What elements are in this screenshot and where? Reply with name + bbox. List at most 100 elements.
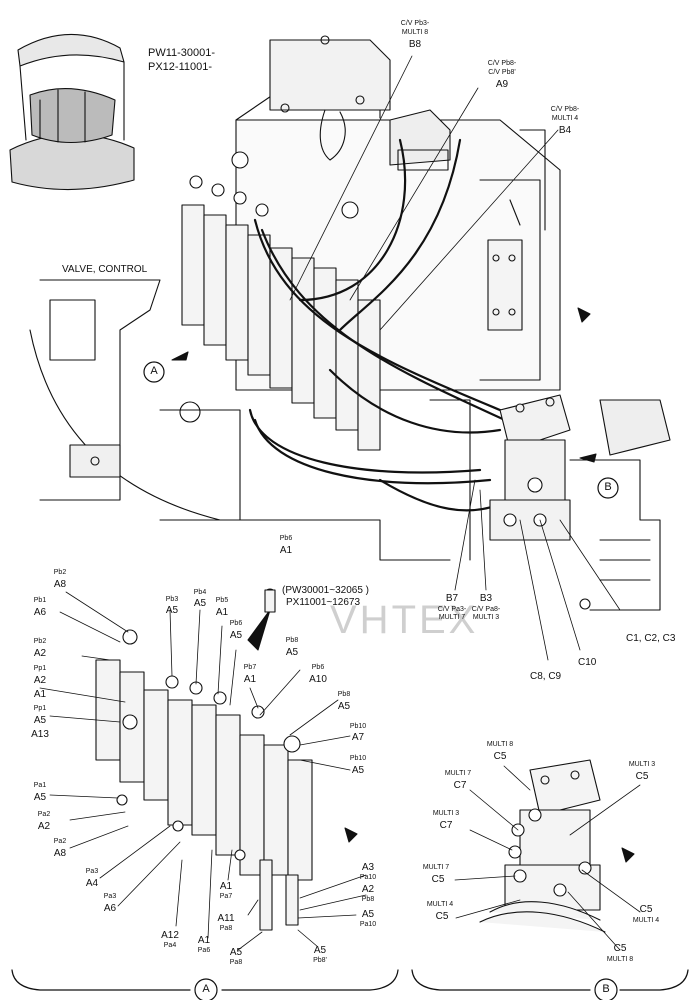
- callout-b7: B7: [445, 593, 459, 604]
- callout-b8-sub1: C/V Pb3-: [400, 20, 430, 27]
- callout-b4-sub1: C/V Pb8-: [550, 106, 580, 113]
- callout-b3-sub2: MULTI 3: [472, 614, 500, 621]
- callout-b8: B8: [408, 39, 422, 50]
- right-side-components: [569, 399, 671, 611]
- label-pb10-sub: Pb10: [349, 723, 367, 730]
- label-multi7: C7: [453, 780, 467, 791]
- label-pb8: A5: [285, 647, 299, 658]
- hydraulic-hoses: [248, 138, 512, 512]
- label-multi8: C5: [493, 751, 507, 762]
- label-a1-pa6: A1: [197, 935, 211, 946]
- label-pb6c: A10: [309, 674, 327, 685]
- label-pb6c-sub: Pb6: [311, 664, 325, 671]
- callout-b8-sub2: MULTI 8: [401, 29, 429, 36]
- valve-control-label: VALVE, CONTROL: [62, 264, 148, 275]
- label-a2: A2: [361, 884, 375, 895]
- label-multi3-sub: MULTI 3: [432, 810, 460, 817]
- label-a5-pa8: A5: [229, 947, 243, 958]
- label-pa2b: A8: [53, 848, 67, 859]
- callout-c8-c9: C8, C9: [530, 671, 562, 682]
- label-pb1: A6: [33, 607, 47, 618]
- label-multi4-sub: MULTI 4: [426, 901, 454, 908]
- label-a5-pb8-sub: Pb8': [313, 957, 327, 964]
- label-multi3-right: C5: [635, 771, 649, 782]
- multi-valve-main: [489, 394, 571, 541]
- label-a1: A1: [33, 689, 47, 700]
- label-pp1a: A2: [33, 675, 47, 686]
- label-pb5-sub: Pb5: [215, 597, 229, 604]
- label-multi7-sub: MULTI 7: [444, 770, 472, 777]
- label-pa3b-sub: Pa3: [103, 893, 117, 900]
- leader-lines-detail-b: [454, 765, 641, 951]
- label-pa3-sub: Pa3: [85, 868, 99, 875]
- serial-range-1: PW11-30001-: [148, 47, 216, 59]
- label-pb7-sub: Pb7: [243, 664, 257, 671]
- callout-b3-sub1: C/V Pa8-: [471, 606, 501, 613]
- label-pb6: A1: [279, 545, 293, 556]
- leader-lines-main: [289, 55, 621, 661]
- label-pa2: A2: [37, 821, 51, 832]
- callout-b4-sub2: MULTI 4: [551, 115, 579, 122]
- label-pb2b-sub: Pb2: [33, 638, 47, 645]
- label-a1-pa7: A1: [219, 881, 233, 892]
- view-caption-b: B: [602, 983, 610, 995]
- label-a11: A11: [217, 913, 235, 924]
- label-pb3: A5: [165, 605, 179, 616]
- serial-range-detail-2: PX11001~12673: [286, 597, 361, 608]
- label-pb8b-sub: Pb8: [337, 691, 351, 698]
- view-braces: [11, 361, 689, 1000]
- label-pp1a-sub: Pp1: [33, 665, 47, 672]
- label-pp1b: A5: [33, 715, 47, 726]
- label-pb7: A1: [243, 674, 257, 685]
- label-pa1: A5: [33, 792, 47, 803]
- label-pa1-sub: Pa1: [33, 782, 47, 789]
- callout-b4: B4: [558, 125, 572, 136]
- view-marker-b: B: [604, 481, 612, 493]
- label-a5: A5: [361, 909, 375, 920]
- label-pb2-sub: Pb2: [53, 569, 67, 576]
- label-multi4: C5: [435, 911, 449, 922]
- callout-b7-sub2: MULTI 7: [438, 614, 466, 621]
- label-pb6b: A5: [229, 630, 243, 641]
- callout-a9-sub2: C/V Pb8': [488, 69, 516, 76]
- callout-a9: A9: [495, 79, 509, 90]
- detail-a-valve-bank: [95, 588, 313, 931]
- label-a5-sub: Pa10: [359, 921, 377, 928]
- serial-range-detail-1: (PW30001~32065 ): [282, 585, 370, 596]
- label-a1-pa6-sub: Pa6: [197, 947, 211, 954]
- leader-lines-detail-a: [39, 591, 367, 951]
- label-multi8-right-sub: MULTI 8: [606, 956, 634, 963]
- label-a5-pa8-sub: Pa8: [229, 959, 243, 966]
- view-caption-a: A: [202, 983, 210, 995]
- label-a13: A13: [31, 729, 49, 740]
- label-pa2-sub: Pa2: [37, 811, 51, 818]
- label-pa2b-sub: Pa2: [53, 838, 67, 845]
- label-multi4-right-sub: MULTI 4: [632, 917, 660, 924]
- label-pa3b: A6: [103, 903, 117, 914]
- label-a5-pb8: A5: [313, 945, 327, 956]
- label-pb6-sub: Pb6: [279, 535, 293, 542]
- label-pb5: A1: [215, 607, 229, 618]
- label-multi8-right: C5: [613, 943, 627, 954]
- label-a3: A3: [361, 862, 375, 873]
- label-pb6b-sub: Pb6: [229, 620, 243, 627]
- serial-range-2: PX12-11001-: [148, 61, 213, 73]
- label-pb10b-sub: Pb10: [349, 755, 367, 762]
- label-a11-sub: Pa8: [219, 925, 233, 932]
- callout-b3: B3: [479, 593, 493, 604]
- label-multi3-right-sub: MULTI 3: [628, 761, 656, 768]
- label-pb10: A7: [351, 732, 365, 743]
- excavator-cab-thumbnail: [9, 33, 135, 191]
- label-pb3-sub: Pb3: [165, 596, 179, 603]
- label-pa3: A4: [85, 878, 99, 889]
- label-pb2: A8: [53, 579, 67, 590]
- label-pb10b: A5: [351, 765, 365, 776]
- label-multi7b-sub: MULTI 7: [422, 864, 450, 871]
- label-a1-pa7-sub: Pa7: [219, 893, 233, 900]
- callout-b7-sub1: C/V Pa3-: [437, 606, 467, 613]
- label-pb8-sub: Pb8: [285, 637, 299, 644]
- label-pp1b-sub: Pp1: [33, 705, 47, 712]
- label-a3-sub: Pa10: [359, 874, 377, 881]
- label-pb4: A5: [193, 598, 207, 609]
